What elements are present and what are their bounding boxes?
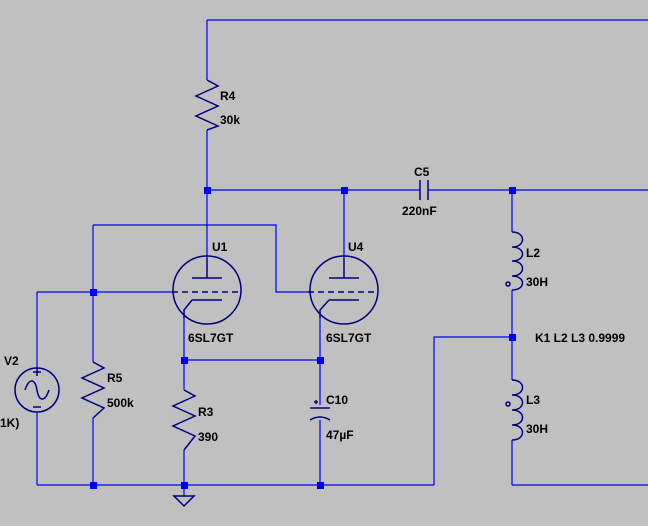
triode-u4[interactable]: U4 6SL7GT: [308, 240, 379, 345]
r3-value: 390: [198, 430, 218, 444]
junction-dot: [181, 357, 188, 364]
inductor-l3[interactable]: L3 30H: [505, 379, 548, 441]
u4-value: 6SL7GT: [326, 331, 372, 345]
resistor-r4[interactable]: R4 30k: [194, 79, 240, 131]
c10-value: 47µF: [326, 428, 354, 442]
u1-name: U1: [212, 240, 228, 254]
l3-name: L3: [526, 393, 540, 407]
junction-dot: [181, 482, 188, 489]
junction-dot: [341, 187, 348, 194]
c5-value: 220nF: [402, 204, 437, 218]
junction-dot: [317, 482, 324, 489]
u4-name: U4: [348, 240, 364, 254]
coupling-directive[interactable]: K1 L2 L3 0.9999: [535, 331, 625, 345]
r3-name: R3: [198, 405, 214, 419]
triode-u1[interactable]: U1 6SL7GT: [172, 240, 242, 345]
v2-name: V2: [4, 354, 19, 368]
l2-value: 30H: [526, 275, 548, 289]
junction-dot: [204, 187, 211, 194]
capacitor-c5[interactable]: C5 220nF: [402, 165, 437, 218]
r5-value: 500k: [107, 396, 134, 410]
junction-dot: [509, 334, 516, 341]
c5-name: C5: [414, 165, 430, 179]
junction-dot: [509, 187, 516, 194]
l3-value: 30H: [526, 422, 548, 436]
junction-dot: [90, 289, 97, 296]
wires: [36, 19, 648, 496]
ground-icon[interactable]: [172, 495, 196, 508]
v2-value: 1K): [0, 416, 19, 430]
c10-name: C10: [326, 393, 348, 407]
r4-name: R4: [220, 89, 236, 103]
resistor-r5[interactable]: R5 500k: [80, 361, 134, 419]
r5-name: R5: [107, 371, 123, 385]
voltage-source-v2[interactable]: V2 1K): [0, 354, 60, 430]
inductor-l2[interactable]: L2 30H: [505, 231, 548, 291]
capacitor-c10[interactable]: C10 47µF: [309, 393, 354, 442]
junction-dot: [90, 482, 97, 489]
junction-dot: [317, 357, 324, 364]
l2-name: L2: [526, 246, 540, 260]
u1-value: 6SL7GT: [188, 331, 234, 345]
resistor-r3[interactable]: R3 390: [171, 389, 218, 451]
junctions: [90, 187, 516, 489]
r4-value: 30k: [220, 113, 240, 127]
